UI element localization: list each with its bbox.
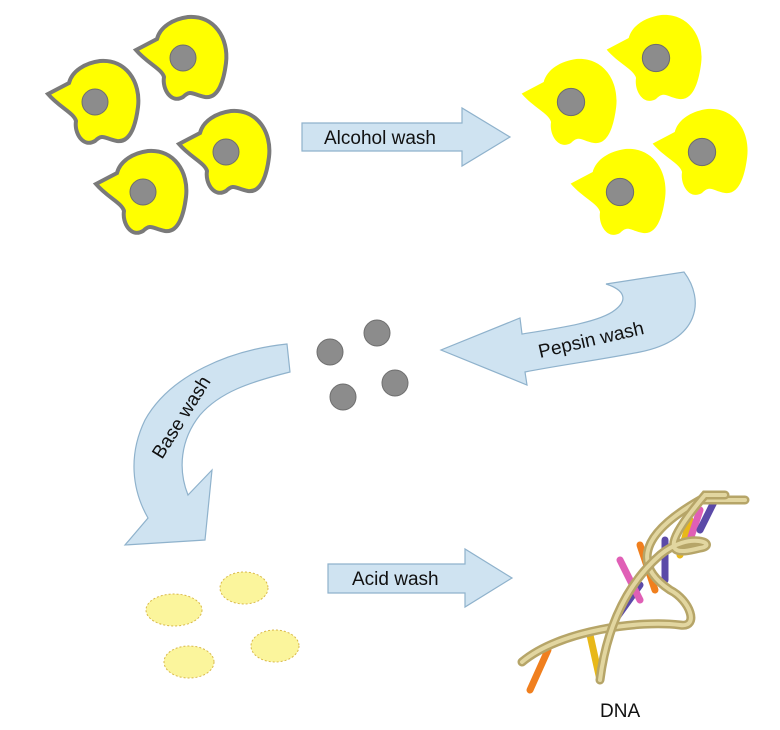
- cell: [94, 148, 189, 235]
- alcohol-wash-label: Alcohol wash: [324, 128, 436, 149]
- nucleus: [641, 43, 671, 73]
- pepsin-wash-arrow: Pepsin wash: [439, 271, 696, 386]
- nucleus: [363, 319, 391, 347]
- nucleus: [381, 369, 409, 397]
- nucleus: [81, 88, 109, 116]
- dna-helix-image: [517, 490, 750, 694]
- acid-wash-arrow: Acid wash: [327, 547, 514, 609]
- cell: [134, 14, 229, 101]
- acid-wash-label: Acid wash: [352, 569, 439, 590]
- residue: [219, 571, 269, 605]
- cell: [177, 108, 272, 195]
- cell: [570, 148, 666, 235]
- alcohol-wash-arrow: Alcohol wash: [301, 106, 512, 168]
- base-pair: [686, 506, 704, 544]
- nucleus: [556, 87, 586, 117]
- fixed-cells: [521, 14, 748, 235]
- residue: [250, 629, 300, 663]
- cell: [652, 108, 748, 195]
- nucleus: [329, 383, 357, 411]
- cell: [46, 58, 141, 145]
- nucleus: [316, 338, 344, 366]
- intact-cells: [46, 14, 272, 235]
- nucleus: [129, 178, 157, 206]
- residue: [163, 645, 215, 679]
- nucleus: [687, 137, 717, 167]
- residue: [145, 593, 203, 627]
- cell: [606, 14, 702, 101]
- base-pair: [696, 496, 719, 534]
- isolated-nuclei: [316, 319, 409, 411]
- residues: [145, 571, 300, 679]
- nucleus: [605, 177, 635, 207]
- dna-label: DNA: [600, 701, 640, 722]
- nucleus: [169, 44, 197, 72]
- nucleus: [212, 138, 240, 166]
- base-pair: [526, 646, 552, 694]
- base-wash-arrow: Base wash: [123, 343, 291, 546]
- base-pair: [616, 556, 644, 604]
- cell: [521, 58, 617, 145]
